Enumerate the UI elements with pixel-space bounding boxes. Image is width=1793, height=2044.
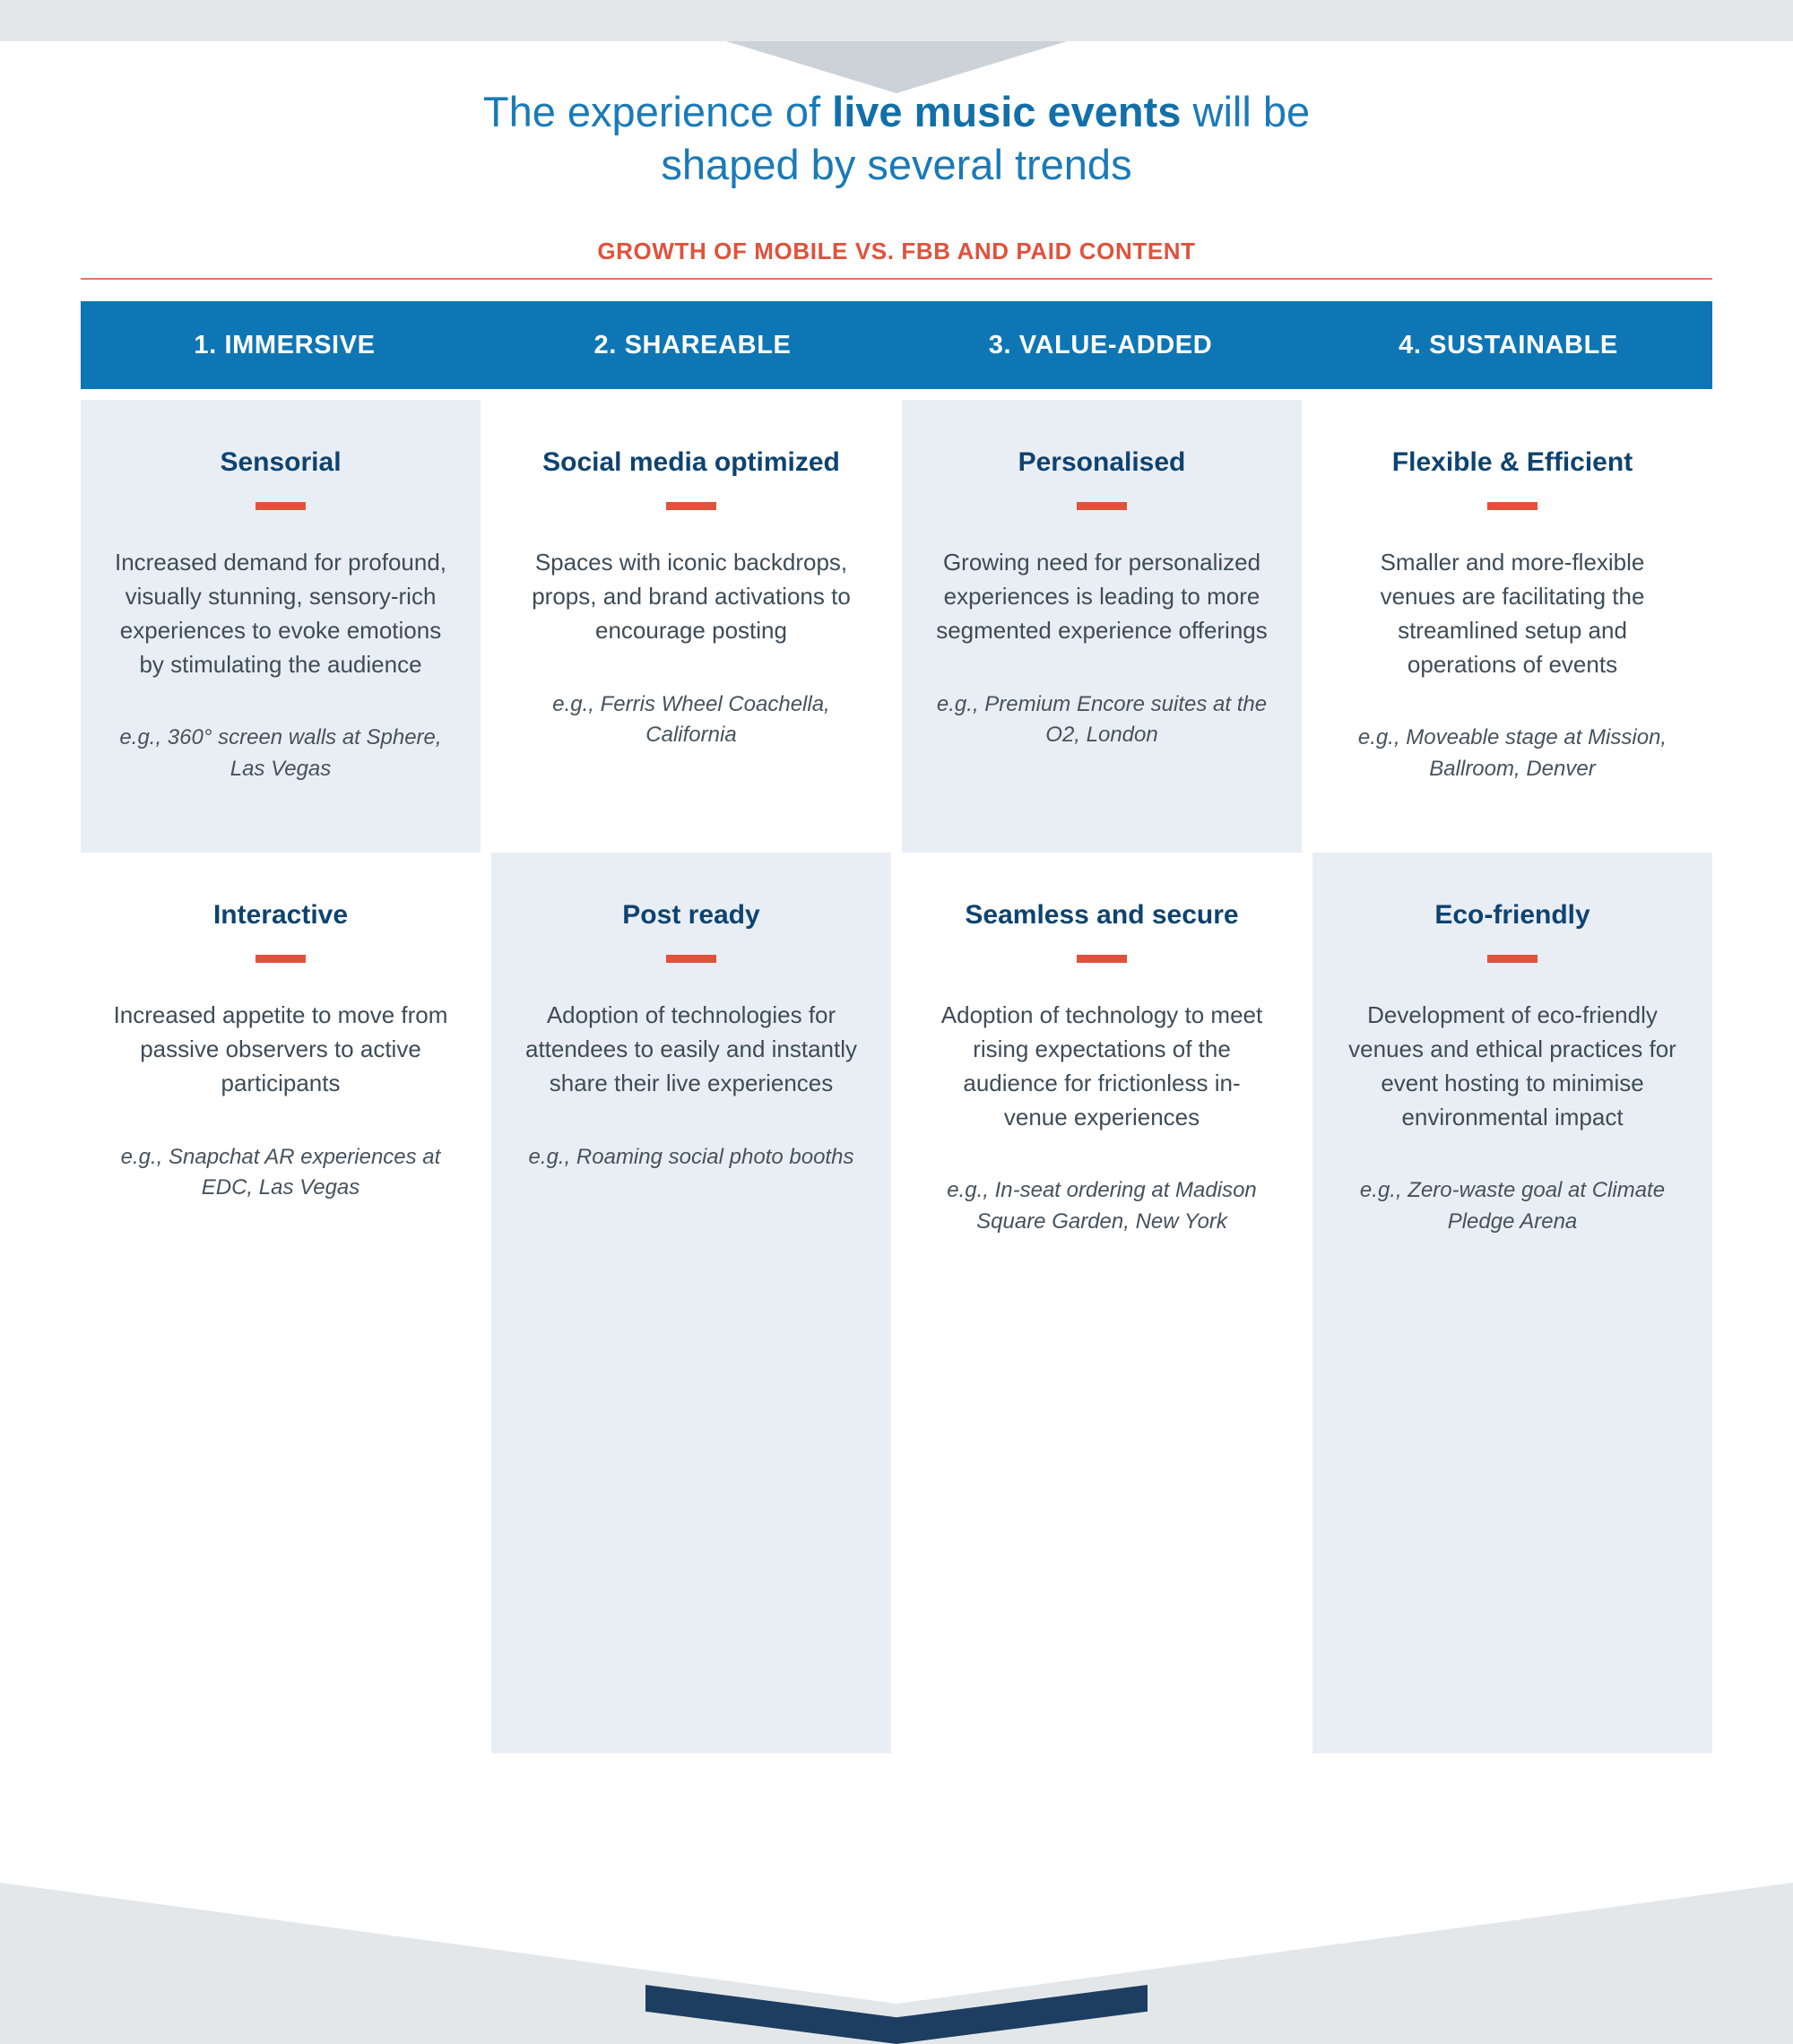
accent-divider: [666, 502, 716, 511]
card-title: Personalised: [1018, 447, 1186, 478]
subtitle: GROWTH OF MOBILE VS. FBB AND PAID CONTEN…: [597, 238, 1196, 265]
column-header-immersive: 1. IMMERSIVE: [194, 330, 376, 359]
card-example: e.g., In-seat ordering at Madison Square…: [947, 1178, 1257, 1234]
card-body: Growing need for personalized experience…: [936, 549, 1268, 644]
card-body: Increased demand for profound, visually …: [114, 549, 447, 678]
card-title: Eco-friendly: [1434, 900, 1590, 931]
subtitle-divider: [81, 278, 1712, 281]
card-personalised: Personalised Growing need for personaliz…: [902, 400, 1302, 853]
card-grid: Sensorial Increased demand for profound,…: [81, 400, 1712, 1754]
page-title-line2: shaped by several trends: [661, 141, 1132, 189]
card-post-ready: Post ready Adoption of technologies for …: [491, 853, 891, 1754]
accent-divider: [1077, 502, 1127, 511]
page-title: The experience of live music events will…: [314, 85, 1479, 191]
card-example: e.g., Snapchat AR experiences at EDC, La…: [120, 1144, 441, 1200]
accent-divider: [666, 955, 716, 964]
top-banner: [0, 0, 1793, 93]
accent-divider: [256, 502, 306, 511]
card-body: Adoption of technologies for attendees t…: [524, 1001, 858, 1096]
card-example: e.g., Roaming social photo booths: [528, 1144, 854, 1169]
card-title: Post ready: [622, 900, 760, 931]
bottom-chevron-icon: [0, 1883, 1793, 2004]
card-body: Spaces with iconic backdrops, props, and…: [532, 549, 851, 644]
card-example: e.g., Premium Encore suites at the O2, L…: [936, 691, 1268, 748]
card-title: Seamless and secure: [965, 900, 1239, 931]
column-header-sustainable: 4. SUSTAINABLE: [1399, 330, 1618, 359]
accent-divider: [256, 955, 306, 964]
card-flexible-efficient: Flexible & Efficient Smaller and more-fl…: [1312, 400, 1712, 853]
bottom-banner: [0, 1883, 1793, 2044]
top-chevron-icon: [726, 41, 1067, 93]
card-body: Adoption of technology to meet rising ex…: [940, 1001, 1263, 1130]
card-eco-friendly: Eco-friendly Development of eco-friendly…: [1312, 853, 1712, 1754]
column-header-value-added: 3. VALUE-ADDED: [988, 330, 1213, 359]
card-example: e.g., Zero-waste goal at Climate Pledge …: [1359, 1178, 1666, 1234]
card-interactive: Interactive Increased appetite to move f…: [81, 853, 481, 1754]
card-body: Smaller and more-flexible venues are fac…: [1380, 549, 1645, 678]
page-title-emphasis: live music events: [832, 88, 1182, 135]
card-example: e.g., Moveable stage at Mission, Ballroo…: [1357, 725, 1667, 781]
page-title-line1: The experience of live music events will…: [482, 88, 1311, 135]
card-title: Flexible & Efficient: [1391, 447, 1633, 478]
accent-divider: [1487, 502, 1537, 511]
card-example: e.g., 360° screen walls at Sphere, Las V…: [119, 725, 442, 781]
accent-divider: [1487, 955, 1537, 964]
card-sensorial: Sensorial Increased demand for profound,…: [81, 400, 481, 853]
card-title: Sensorial: [220, 447, 342, 478]
column-header-shareable: 2. SHAREABLE: [593, 330, 792, 359]
card-title: Interactive: [212, 900, 349, 931]
card-social-media-optimized: Social media optimized Spaces with iconi…: [491, 400, 891, 853]
card-body: Development of eco-friendly venues and e…: [1348, 1001, 1676, 1130]
card-title: Social media optimized: [542, 447, 840, 478]
accent-divider: [1077, 955, 1127, 964]
column-header-bar: 1. IMMERSIVE 2. SHAREABLE 3. VALUE-ADDED…: [81, 301, 1712, 390]
card-example: e.g., Ferris Wheel Coachella, California: [552, 691, 830, 748]
card-body: Increased appetite to move from passive …: [113, 1001, 448, 1096]
card-seamless-secure: Seamless and secure Adoption of technolo…: [902, 853, 1302, 1754]
